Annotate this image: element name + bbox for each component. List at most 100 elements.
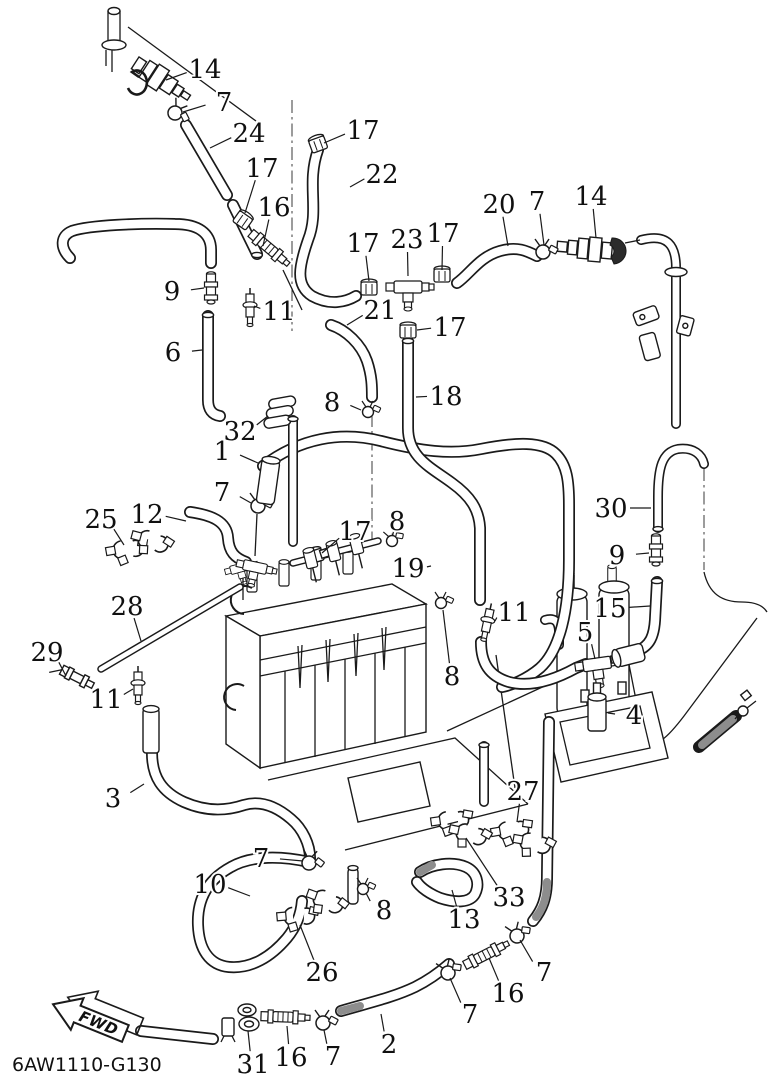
- leader-line-14: [592, 208, 597, 239]
- callout-label-13-43: 13: [447, 905, 480, 935]
- callout-label-7-52: 7: [325, 1042, 342, 1072]
- callout-label-17-12: 17: [426, 219, 459, 249]
- callout-label-9-13: 9: [164, 277, 181, 307]
- bracket-post: [632, 233, 695, 429]
- leader-line-25: [113, 528, 125, 546]
- fuel-pipe-joint-14-right: [555, 236, 641, 265]
- leader-line-17: [244, 179, 256, 214]
- grommet-32: [263, 395, 297, 429]
- callout-label-12-24: 12: [130, 500, 163, 530]
- callout-label-11-36: 11: [89, 685, 122, 715]
- leader-line-33: [465, 837, 499, 887]
- callout-label-11-14: 11: [262, 297, 295, 327]
- callout-label-20-7: 20: [482, 190, 515, 220]
- callout-label-16-6: 16: [257, 193, 290, 223]
- leader-line-24: [209, 137, 232, 149]
- callout-label-7-48: 7: [462, 1000, 479, 1030]
- callout-label-2-49: 2: [381, 1030, 398, 1060]
- callout-label-11-31: 11: [497, 598, 530, 628]
- leader-line-13: [451, 889, 458, 908]
- leader-line-26: [299, 924, 315, 961]
- leader-line-1: [239, 454, 259, 464]
- callout-label-27-39: 27: [506, 777, 539, 807]
- callout-label-28-33: 28: [110, 592, 143, 622]
- fwd-arrow: FWD: [51, 990, 145, 1044]
- leader-line-4: [607, 712, 616, 715]
- leader-line-8: [365, 892, 371, 902]
- callout-label-8-27: 8: [389, 507, 406, 537]
- leader-line-6: [191, 349, 203, 352]
- callout-label-17-26: 17: [338, 517, 371, 547]
- callout-label-15-30: 15: [593, 594, 626, 624]
- leader-line-8: [442, 609, 451, 664]
- callout-label-23-11: 23: [390, 225, 423, 255]
- callout-label-21-15: 21: [363, 296, 396, 326]
- fittings-and-clamps: [49, 6, 757, 1043]
- callout-label-16-51: 16: [274, 1043, 307, 1073]
- leader-line-17: [323, 133, 346, 144]
- engine-assembly: [223, 537, 669, 851]
- fitting-4: [587, 682, 607, 732]
- leader-line-7: [239, 496, 252, 504]
- callout-label-9-28: 9: [609, 541, 626, 571]
- leader-line-16: [488, 957, 500, 982]
- leader-line-15: [628, 605, 651, 608]
- leader-line-17: [416, 327, 432, 331]
- leader-line-7: [449, 977, 462, 1003]
- leader-line-29: [58, 661, 67, 677]
- leader-line-17: [321, 537, 340, 554]
- leader-line-7: [182, 104, 206, 113]
- callout-label-6-16: 6: [165, 338, 182, 368]
- leader-line-17: [365, 255, 370, 282]
- callout-label-1-21: 1: [214, 437, 231, 467]
- callout-label-26-45: 26: [305, 958, 338, 988]
- leader-line-18: [415, 395, 428, 398]
- leader-line-16: [286, 1025, 290, 1045]
- diagram-code: 6AW1110-G130: [12, 1054, 162, 1076]
- leader-line-8: [391, 533, 394, 537]
- callout-label-7-1: 7: [216, 88, 233, 118]
- fuel-pipe-joint-14-left: [101, 6, 192, 102]
- callout-label-8-42: 8: [376, 896, 393, 926]
- callout-label-29-34: 29: [30, 638, 63, 668]
- leader-line-32: [256, 415, 269, 426]
- callout-label-5-32: 5: [577, 618, 594, 648]
- leader-line-8: [350, 404, 362, 411]
- callout-label-14-9: 14: [574, 182, 607, 212]
- callout-label-16-46: 16: [491, 979, 524, 1009]
- leader-line-9: [190, 287, 205, 291]
- leader-line-11: [123, 688, 134, 696]
- callout-label-4-37: 4: [626, 701, 643, 731]
- callout-label-7-8: 7: [529, 187, 546, 217]
- leader-line-14: [165, 71, 187, 81]
- callout-label-25-23: 25: [84, 505, 117, 535]
- callout-label-32-20: 32: [223, 417, 256, 447]
- callout-label-17-5: 17: [245, 154, 278, 184]
- callout-label-8-35: 8: [444, 662, 461, 692]
- leader-line-7: [539, 213, 545, 246]
- leader-line-27: [516, 803, 520, 823]
- leader-line-11: [253, 305, 261, 310]
- callout-label-10-41: 10: [193, 870, 226, 900]
- fitting-29: [49, 664, 96, 690]
- leader-line-16: [262, 219, 270, 247]
- callout-label-3-38: 3: [105, 784, 122, 814]
- callout-label-30-25: 30: [594, 494, 627, 524]
- leader-line-19: [426, 565, 432, 568]
- callout-label-14-0: 14: [188, 55, 221, 85]
- leader-line-20: [502, 216, 509, 247]
- callout-label-19-29: 19: [391, 554, 424, 584]
- callout-label-8-19: 8: [324, 388, 341, 418]
- callout-label-18-18: 18: [429, 382, 462, 412]
- leader-line-7: [323, 1029, 328, 1044]
- callout-label-7-40: 7: [253, 844, 270, 874]
- leader-line-21: [346, 314, 364, 326]
- leader-line-7: [519, 939, 534, 962]
- leader-line-10: [227, 887, 251, 897]
- leader-line-2: [380, 1013, 385, 1032]
- callout-label-17-10: 17: [346, 229, 379, 259]
- callout-label-22-4: 22: [365, 160, 398, 190]
